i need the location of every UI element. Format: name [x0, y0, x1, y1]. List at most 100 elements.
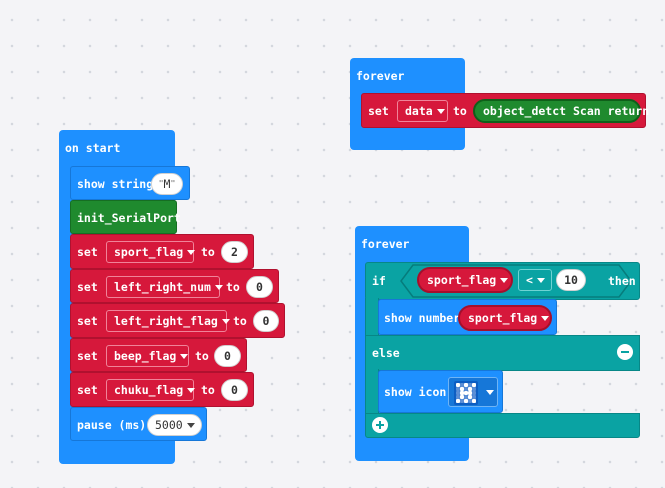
if-bottom-row: [365, 413, 640, 438]
variable-dropdown[interactable]: sport_flag: [106, 241, 196, 263]
number-value: 0: [231, 383, 238, 397]
number-input[interactable]: 0: [253, 310, 279, 332]
led: [472, 387, 476, 391]
minus-bar: [621, 351, 629, 353]
number-value: 0: [256, 280, 263, 294]
set-left-right-flag-block[interactable]: set left_right_flag to 0: [70, 303, 285, 338]
if-label: if: [372, 274, 386, 288]
forever-label: forever: [361, 237, 410, 251]
led-grid-icon: [454, 381, 478, 405]
variable-name: sport_flag: [427, 273, 497, 287]
variable-dropdown[interactable]: beep_flag: [106, 345, 189, 367]
variable-dropdown[interactable]: left_right_num: [106, 276, 223, 298]
else-label: else: [372, 346, 400, 360]
led: [456, 395, 460, 399]
to-label: to: [226, 280, 240, 294]
variable-name: left_right_num: [114, 280, 211, 294]
variable-name: sport_flag: [468, 311, 538, 325]
number-input[interactable]: 0: [246, 276, 273, 298]
led: [468, 383, 472, 387]
chevron-down-icon: [221, 319, 230, 324]
string-value: M: [163, 177, 171, 191]
number-value: 0: [224, 349, 231, 363]
to-label: to: [195, 349, 209, 363]
variable-name: data: [405, 104, 433, 118]
led: [472, 399, 476, 403]
number-input[interactable]: 2: [221, 241, 248, 263]
set-sport-flag-block[interactable]: set sport_flag to 2: [70, 234, 254, 269]
else-row: [365, 335, 640, 371]
set-label: set: [77, 280, 98, 294]
led: [468, 399, 472, 403]
number-input[interactable]: 0: [221, 379, 248, 401]
variable-dropdown[interactable]: chuku_flag: [106, 379, 196, 401]
led: [464, 391, 468, 395]
set-beep-flag-block[interactable]: set beep_flag to 0: [70, 338, 247, 372]
to-label: to: [233, 314, 247, 328]
variable-name: left_right_flag: [114, 314, 218, 328]
show-string-block[interactable]: show string "M": [70, 166, 190, 200]
chevron-down-icon: [541, 316, 550, 321]
operator-dropdown[interactable]: <: [518, 269, 552, 291]
set-label: set: [77, 245, 98, 259]
to-label: to: [201, 383, 215, 397]
else-left-arm: [365, 369, 379, 415]
set-left-right-num-block[interactable]: set left_right_num to 0: [70, 269, 279, 303]
quote-close: ": [170, 179, 176, 188]
show-number-block[interactable]: show number sport_flag: [378, 299, 557, 335]
variable-dropdown-data[interactable]: data: [397, 100, 448, 122]
chevron-down-icon: [536, 278, 545, 283]
led: [464, 395, 468, 399]
init-serialport-block[interactable]: init_SerialPort: [70, 200, 181, 234]
string-input[interactable]: "M": [151, 173, 183, 195]
number-value: 2: [231, 245, 238, 259]
init-serialport-label: init_SerialPort: [77, 211, 181, 225]
chevron-down-icon: [186, 423, 195, 428]
object-detect-reporter[interactable]: object_detct Scan return: [473, 99, 649, 123]
led: [464, 387, 468, 391]
chevron-down-icon: [500, 278, 509, 283]
set-label: set: [77, 383, 98, 397]
set-data-block[interactable]: set data to object_detct Scan return: [361, 93, 649, 128]
led: [460, 383, 464, 387]
set-label: set: [77, 349, 98, 363]
show-number-variable[interactable]: sport_flag: [458, 305, 552, 331]
led: [460, 395, 464, 399]
show-icon-block[interactable]: show icon: [378, 370, 503, 413]
led: [468, 391, 472, 395]
remove-else-icon[interactable]: [617, 344, 633, 360]
pause-dropdown[interactable]: 5000: [147, 414, 202, 436]
compare-right-input[interactable]: 10: [556, 269, 586, 291]
chevron-down-icon: [187, 250, 196, 255]
if-else-block[interactable]: if sport_flag < 10 then show number spor…: [365, 262, 640, 438]
led: [456, 383, 460, 387]
led: [468, 387, 472, 391]
led: [456, 391, 460, 395]
on-start-label: on start: [65, 141, 121, 155]
led: [460, 387, 464, 391]
number-input[interactable]: 0: [214, 345, 241, 367]
number-value: 10: [564, 273, 578, 287]
led: [472, 383, 476, 387]
set-label: set: [77, 314, 98, 328]
chevron-down-icon: [436, 109, 445, 114]
led: [464, 383, 468, 387]
to-label: to: [201, 245, 215, 259]
compare-left-variable[interactable]: sport_flag: [417, 267, 513, 293]
led: [460, 391, 464, 395]
pause-block[interactable]: pause (ms) 5000: [70, 407, 207, 441]
pause-label: pause (ms): [77, 418, 147, 432]
number-value: 0: [262, 314, 270, 328]
to-label: to: [453, 104, 467, 118]
led: [472, 391, 476, 395]
icon-picker[interactable]: [448, 377, 498, 407]
plus-bar-v: [379, 421, 381, 429]
set-chuku-flag-block[interactable]: set chuku_flag to 0: [70, 372, 254, 407]
forever-label: forever: [356, 69, 405, 83]
led: [468, 395, 472, 399]
variable-dropdown[interactable]: left_right_flag: [106, 310, 230, 332]
variable-name: beep_flag: [114, 349, 177, 363]
led: [464, 399, 468, 403]
add-else-if-icon[interactable]: [372, 417, 388, 433]
operator-value: <: [526, 273, 533, 287]
